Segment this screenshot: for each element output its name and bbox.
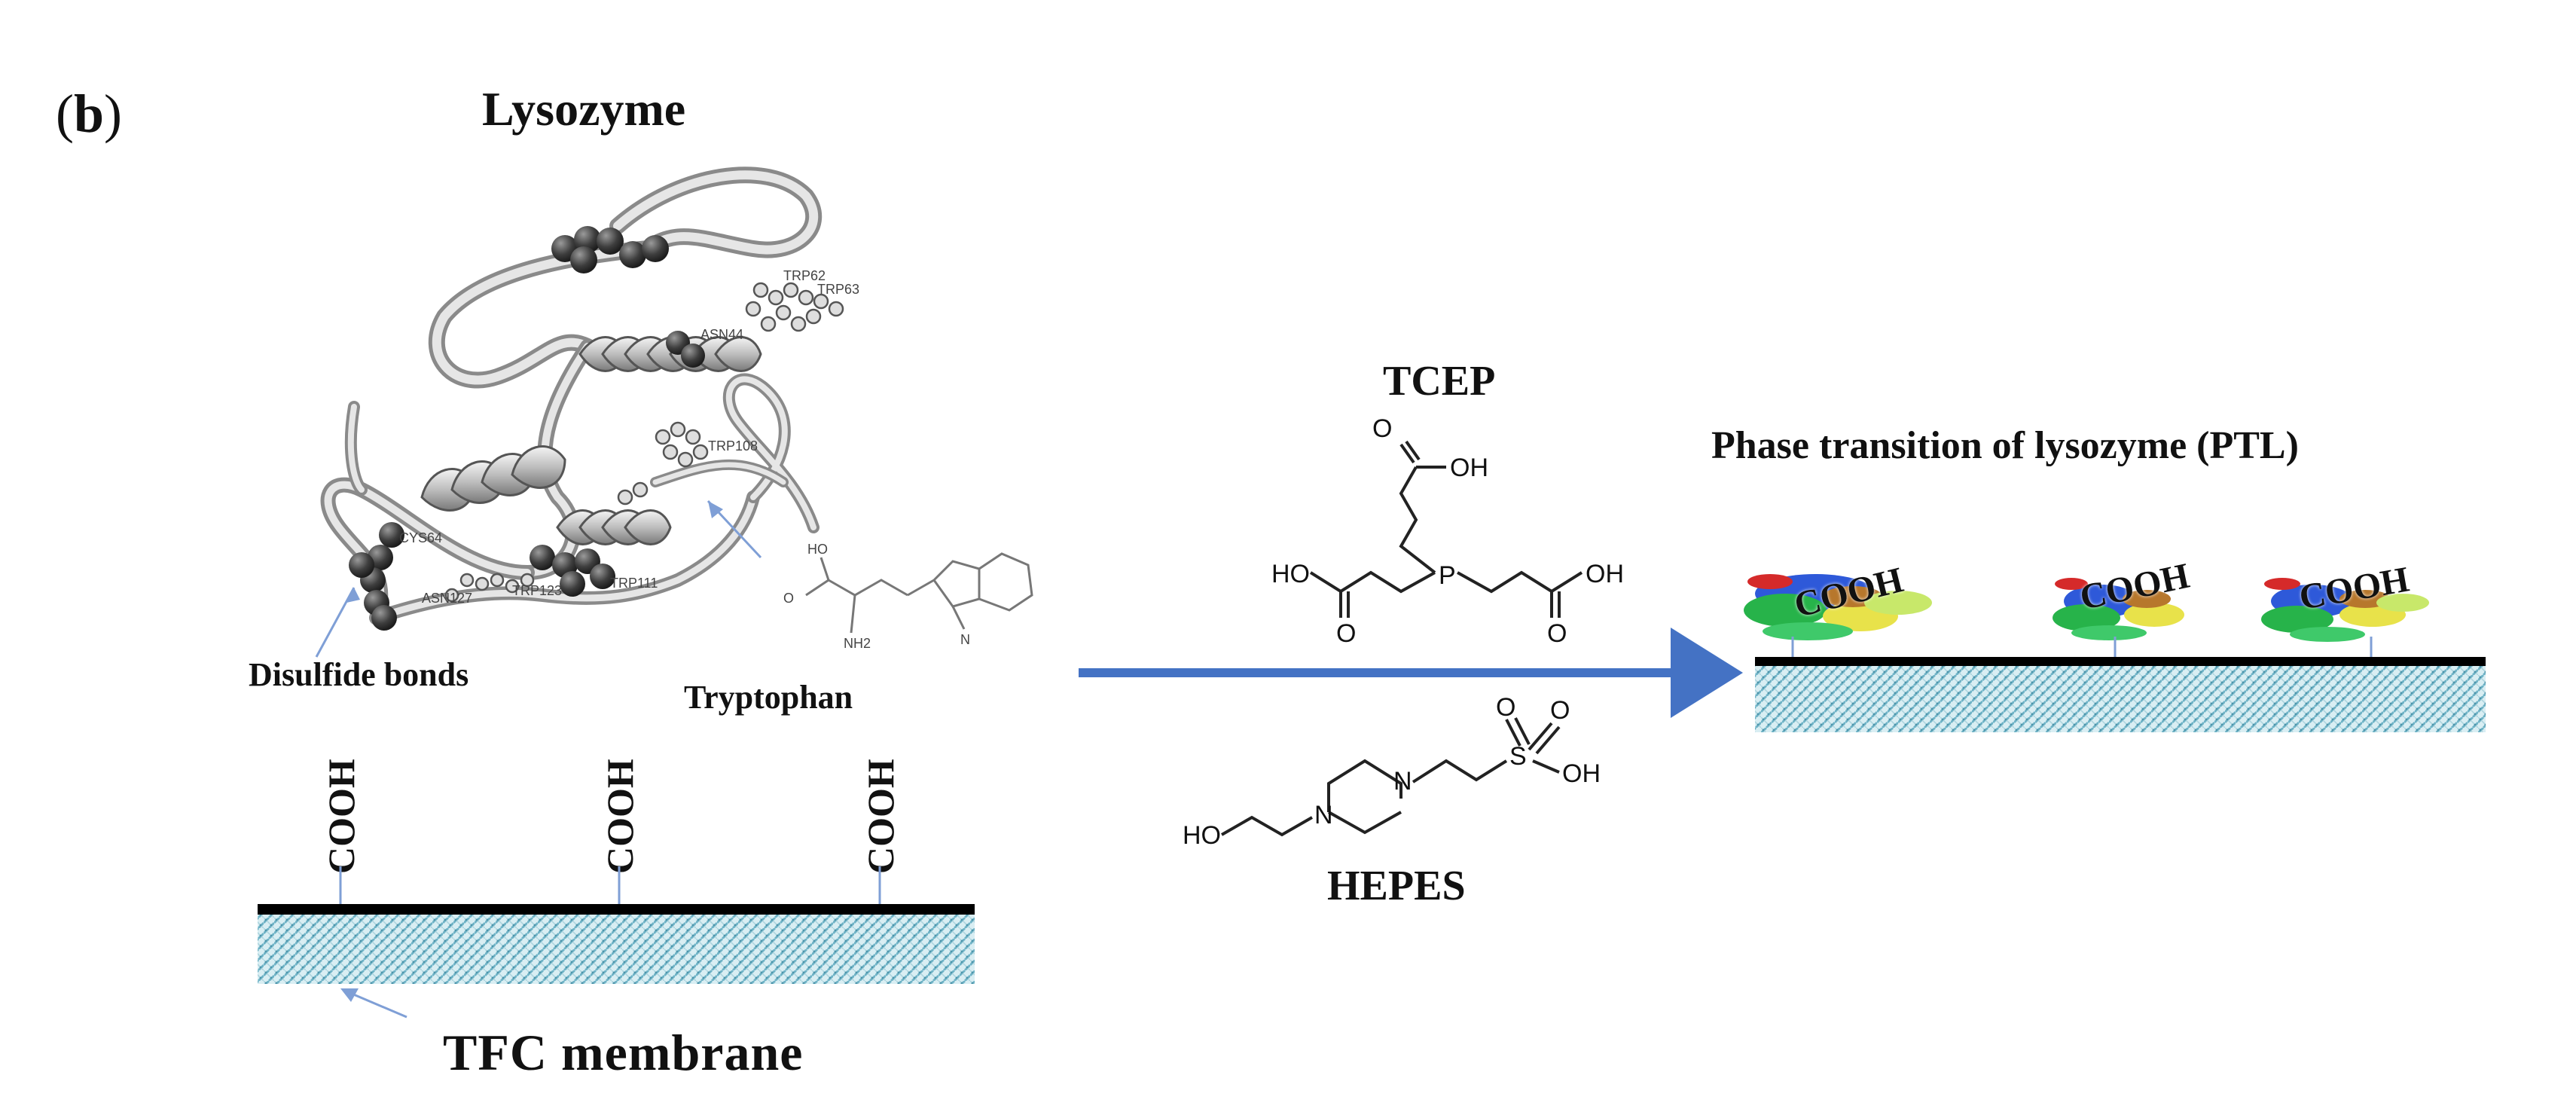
residue-label: ASN127 [422, 591, 472, 606]
residue-label: TRP111 [610, 576, 658, 591]
membrane-pointer [346, 990, 407, 1019]
ptl-membrane-top-layer [1755, 657, 2486, 666]
atom: OH [1450, 454, 1488, 482]
tcep-label: TCEP [1383, 358, 1496, 405]
atom: O [1550, 696, 1570, 725]
membrane-support-layer [258, 915, 975, 984]
hepes-label: HEPES [1327, 863, 1466, 909]
tryptophan-structure [805, 552, 1033, 634]
ptl-aggregate [2053, 578, 2184, 640]
atom: OH [1586, 560, 1624, 588]
lysozyme-structure: TRP62 TRP63 ASN44 TRP108 TRP123 TRP111 C… [315, 166, 1033, 658]
membrane-top-layer [258, 904, 975, 915]
panel-label: (b) [56, 84, 123, 144]
atom: P [1439, 561, 1456, 590]
ptl-title: Phase transition of lysozyme (PTL) [1711, 424, 2299, 467]
svg-text:HO: HO [807, 542, 828, 557]
residue-label: TRP62 [783, 268, 826, 283]
residue-label: TRP108 [708, 438, 758, 454]
svg-text:O: O [783, 591, 794, 606]
tfc-membrane [258, 866, 975, 1019]
atom: N [1314, 801, 1333, 829]
svg-text:NH2: NH2 [844, 636, 871, 651]
ptl-membrane [1744, 574, 2486, 732]
disulfide-bonds-label: Disulfide bonds [249, 656, 469, 693]
atom: HO [1271, 560, 1310, 588]
residue-label: TRP63 [817, 282, 859, 297]
atom: O [1547, 619, 1567, 648]
residue-label: CYS64 [399, 530, 442, 545]
atom: O [1372, 414, 1392, 443]
tcep-structure: O OH HO OH P O O [1271, 414, 1624, 648]
lysozyme-title: Lysozyme [482, 82, 686, 136]
atom: O [1336, 619, 1356, 648]
hepes-structure: HO N N S O O OH [1183, 693, 1601, 850]
atom: S [1509, 742, 1527, 771]
tfc-membrane-label: TFC membrane [443, 1024, 804, 1081]
atom: OH [1562, 759, 1601, 788]
residue-label: TRP123 [512, 583, 562, 598]
atom: N [1393, 767, 1412, 796]
tryptophan-label: Tryptophan [684, 679, 853, 716]
svg-text:N: N [960, 632, 970, 647]
atom: HO [1183, 821, 1221, 850]
ptl-aggregate [2261, 578, 2429, 642]
ptl-aggregate [1744, 574, 1932, 640]
atom: O [1496, 693, 1515, 722]
residue-label: ASN44 [700, 327, 743, 342]
ptl-membrane-support-layer [1755, 666, 2486, 732]
